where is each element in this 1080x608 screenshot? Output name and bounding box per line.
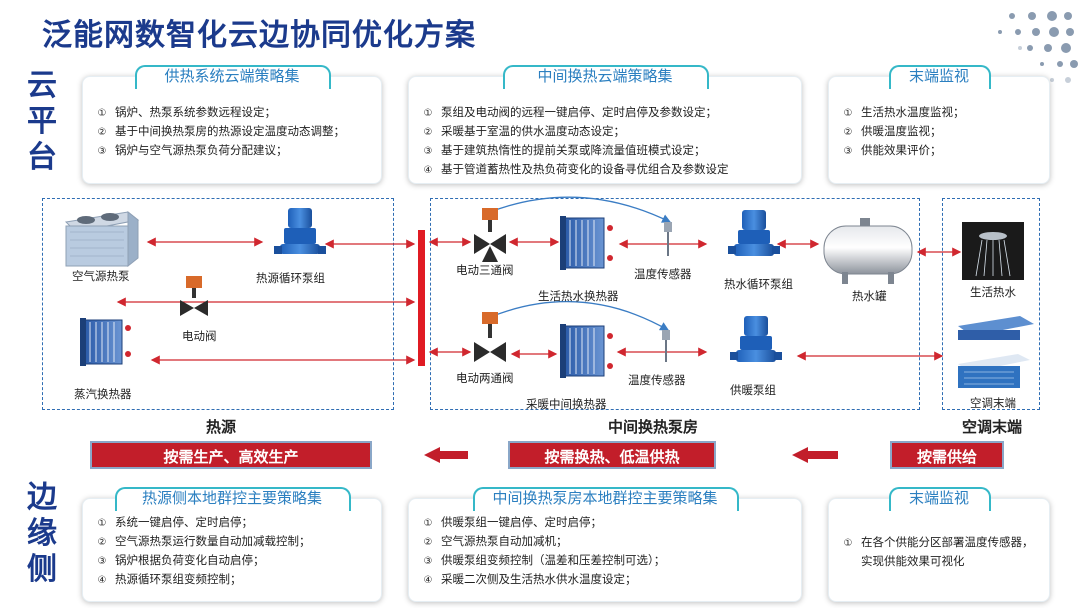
list-item: 实现供能效果可视化 (861, 554, 965, 568)
air-heat-pump-icon (64, 210, 140, 268)
control-arc-bottom (487, 300, 670, 331)
banner-terminal: 按需供给 (890, 441, 1004, 469)
shower-icon (962, 222, 1024, 280)
zone-label-middle: 中间换热泵房 (608, 418, 699, 436)
edge-side-title: 边 缘 侧 (27, 480, 57, 587)
heating-pump-icon (730, 316, 782, 362)
control-arc-top (489, 196, 672, 223)
ac-unit-icon (958, 316, 1034, 388)
label-heating-pump: 供暖泵组 (730, 383, 776, 397)
label-two-way-valve: 电动两通阀 (456, 371, 514, 385)
zone-label-heat-source: 热源 (206, 418, 237, 436)
page-title: 泛能网数智化云边协同优化方案 (42, 18, 476, 53)
label-ac-terminal: 空调末端 (970, 396, 1016, 410)
zone-terminal (942, 198, 1040, 410)
panel-title: 中间换热泵房本地群控主要策略集 (492, 489, 718, 507)
label-dhw: 生活热水 (970, 285, 1016, 299)
label-air-heat-pump: 空气源热泵 (72, 269, 130, 283)
dhw-exchanger-icon (560, 216, 613, 270)
panel-title: 末端监视 (908, 489, 969, 507)
heating-exchanger-icon (560, 324, 613, 378)
label-steam-exchanger: 蒸汽换热器 (74, 387, 132, 401)
label-three-way-valve: 电动三通阀 (456, 263, 514, 277)
banner-middle: 按需换热、低温供热 (508, 441, 716, 469)
zone-label-terminal: 空调末端 (962, 418, 1023, 436)
three-way-valve-icon (474, 208, 506, 262)
panel-title: 末端监视 (908, 67, 969, 85)
two-way-valve-icon (474, 312, 506, 362)
zone-middle-exchange (430, 198, 920, 410)
hot-water-pump-icon (728, 210, 780, 256)
electric-valve-icon (180, 276, 208, 316)
hot-water-tank-icon (823, 218, 913, 284)
temp-sensor-2-icon (662, 330, 670, 362)
cloud-platform-title: 云 平 台 (27, 68, 57, 175)
label-dhw-exchanger: 生活热水换热器 (538, 289, 619, 303)
temp-sensor-1-icon (664, 222, 672, 256)
heat-source-pump-icon (274, 208, 326, 254)
flow-arrow-left-1 (424, 447, 468, 463)
panel-title: 热源侧本地群控主要策略集 (141, 489, 322, 507)
banner-source: 按需生产、高效生产 (90, 441, 372, 469)
label-hot-water-tank: 热水罐 (852, 289, 887, 303)
label-temp-sensor-2: 温度传感器 (628, 373, 686, 387)
label-heating-exchanger: 采暖中间换热器 (526, 397, 607, 411)
distribution-header (418, 230, 425, 366)
steam-exchanger-icon (80, 318, 131, 366)
panel-title: 中间换热云端策略集 (537, 67, 673, 85)
label-electric-valve: 电动阀 (182, 329, 217, 343)
label-hot-water-pump: 热水循环泵组 (724, 277, 793, 291)
flow-arrow-left-2 (792, 447, 838, 463)
label-temp-sensor-1: 温度传感器 (634, 267, 692, 281)
label-heat-source-pump: 热源循环泵组 (256, 271, 325, 285)
panel-title: 供热系统云端策略集 (164, 67, 300, 85)
